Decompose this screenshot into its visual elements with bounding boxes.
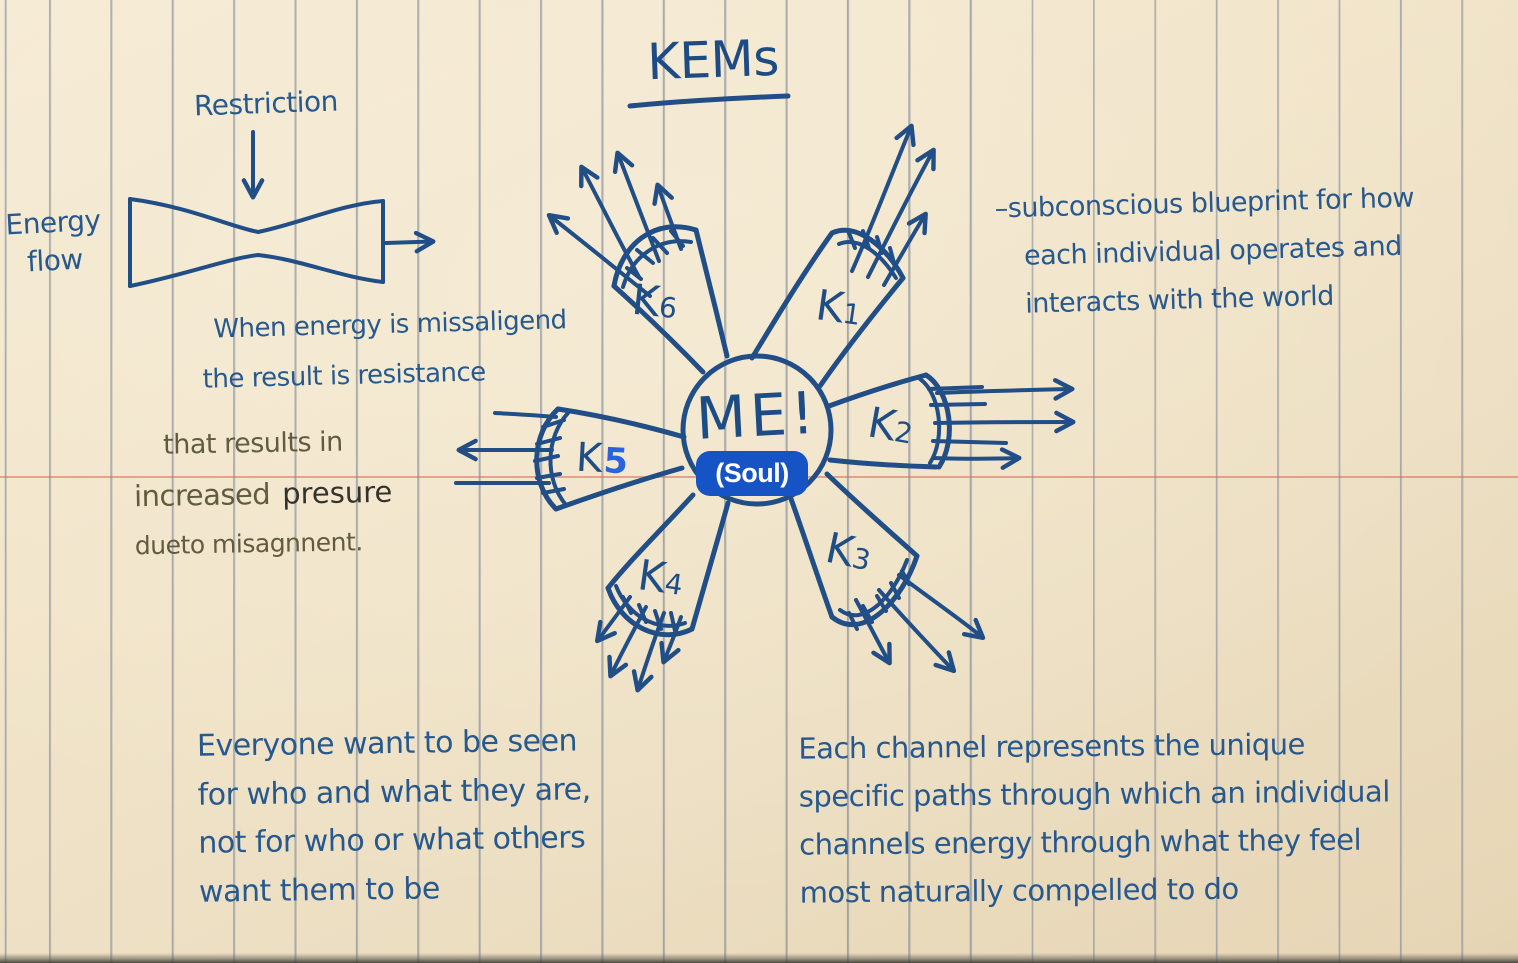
bottom-right-line2: specific paths through which an individu… [798, 774, 1390, 814]
channel-k1-label: K1 [812, 280, 863, 333]
bottom-left-line4: want them to be [198, 871, 441, 910]
restriction-label: Restriction [193, 84, 339, 123]
paper-bottom-edge [0, 953, 1518, 963]
pressure-line2: increased presure [134, 466, 393, 523]
bottom-right-note: Each channel represents the unique speci… [798, 719, 1391, 917]
channel-k6-label: K6 [629, 274, 679, 327]
misalignment-line1: When energy is missaligend [212, 305, 567, 345]
channel-k5-funnel [454, 406, 687, 512]
bottom-left-line3: not for who or what others [198, 820, 586, 861]
energy-flow-line1: Energy [4, 203, 102, 242]
title-underline [627, 93, 791, 109]
page-title: KEMs [646, 28, 780, 92]
channel-k1-funnel [749, 123, 936, 389]
blueprint-note: –subconscious blueprint for how each ind… [994, 175, 1417, 330]
pressure-line1: that results in [162, 426, 343, 461]
pressure-note-olive: that results in increased presure dueto m… [133, 417, 394, 569]
pressure-line2-increased: increased [133, 477, 271, 514]
channel-k5-handwritten-k: K [574, 434, 603, 482]
bottom-right-line1: Each channel represents the unique [798, 727, 1306, 766]
misalignment-note-blue: When energy is missaligend the result is… [201, 296, 569, 405]
channel-k2-funnel [826, 372, 1076, 470]
bottom-left-line1: Everyone want to be seen [196, 723, 578, 764]
bottom-left-note: Everyone want to be seen for who and wha… [197, 717, 593, 917]
energy-flow-label: Energy flow [4, 202, 104, 283]
channel-k5-digital-five: 5 [602, 441, 629, 483]
restriction-sketch [128, 130, 436, 288]
me-circle [680, 353, 834, 507]
bottom-right-line3: channels energy through what they feel [799, 822, 1362, 862]
me-label: ME! [694, 378, 820, 453]
channel-k5-label: K5 [575, 429, 630, 490]
bottom-left-line2: for who and what they are, [197, 771, 591, 813]
misalignment-line2: the result is resistance [202, 357, 487, 395]
bottom-right-line4: most naturally compelled to do [799, 872, 1239, 910]
channel-k6-funnel [546, 150, 730, 375]
channel-k4-label: K4 [634, 550, 685, 603]
channel-k3-funnel [787, 471, 986, 674]
pressure-line2-presure: presure [281, 474, 393, 511]
energy-flow-line2: flow [26, 242, 84, 279]
pressure-line3: dueto misagnnent. [134, 527, 363, 561]
soul-badge: (Soul) [696, 451, 808, 496]
channel-k4-funnel [594, 492, 731, 693]
